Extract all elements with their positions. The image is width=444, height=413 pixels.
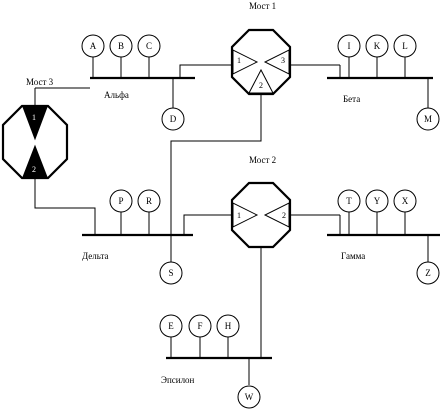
bridge-2[interactable]: 1 2 — [230, 181, 292, 249]
bridge-3-port-1-marker — [22, 106, 48, 141]
svg-text:I: I — [348, 41, 351, 51]
svg-text:B: B — [118, 41, 124, 51]
svg-text:Y: Y — [374, 196, 381, 206]
host-e[interactable]: E — [159, 314, 183, 338]
bridge-3-label: Мост 3 — [26, 77, 54, 87]
svg-text:S: S — [168, 268, 173, 278]
host-r[interactable]: R — [137, 189, 161, 213]
bridge-1-label: Мост 1 — [249, 1, 276, 11]
host-f[interactable]: F — [188, 314, 212, 338]
svg-text:E: E — [168, 321, 174, 331]
host-k[interactable]: K — [365, 34, 389, 58]
bridge-1-port-3-marker — [263, 49, 290, 75]
host-drops — [92, 57, 429, 385]
bridge-3-port-2: 2 — [32, 165, 36, 174]
svg-text:L: L — [402, 41, 408, 51]
host-b[interactable]: B — [109, 34, 133, 58]
wire-b3p2-delta — [34, 178, 96, 235]
bridge-2-port-1: 1 — [237, 211, 241, 220]
svg-text:R: R — [146, 196, 152, 206]
host-p[interactable]: P — [109, 189, 133, 213]
segment-delta-label: Дельта — [82, 251, 109, 261]
segment-alfa-label: Альфа — [104, 90, 129, 100]
bridge-3-port-2-marker — [22, 144, 48, 178]
host-w[interactable]: W — [237, 385, 261, 409]
bridge-3-port-1: 1 — [32, 113, 36, 122]
bridge-2-label: Мост 2 — [249, 155, 276, 165]
bridge-1-port-3: 3 — [281, 56, 285, 65]
host-z[interactable]: Z — [416, 261, 440, 285]
svg-text:T: T — [346, 196, 352, 206]
svg-text:C: C — [146, 41, 152, 51]
svg-text:X: X — [402, 196, 409, 206]
svg-text:K: K — [374, 41, 381, 51]
segment-epsilon-label: Эпсилон — [161, 375, 195, 385]
bridge-1-port-2: 2 — [259, 81, 263, 90]
bridge-1[interactable]: 1 3 2 — [230, 28, 292, 96]
bridge-1-port-1-marker — [232, 49, 259, 75]
host-a[interactable]: A — [81, 34, 105, 58]
svg-text:P: P — [118, 196, 123, 206]
svg-text:Z: Z — [425, 268, 431, 278]
host-c[interactable]: C — [137, 34, 161, 58]
bridge-2-port-1-marker — [232, 202, 259, 228]
host-x[interactable]: X — [393, 189, 417, 213]
svg-text:F: F — [197, 321, 202, 331]
host-t[interactable]: T — [337, 189, 361, 213]
bridge-2-port-2-marker — [263, 202, 290, 228]
segment-gamma-label: Гамма — [341, 251, 365, 261]
svg-text:H: H — [225, 321, 232, 331]
bridge-3[interactable]: 1 2 — [1, 104, 69, 180]
wire-b1p2-delta — [170, 93, 262, 235]
host-d[interactable]: D — [161, 107, 185, 131]
svg-text:M: M — [424, 114, 432, 124]
host-h[interactable]: H — [216, 314, 240, 338]
svg-text:A: A — [90, 41, 97, 51]
wire-b2p1-delta — [183, 214, 232, 235]
bridge-1-port-1: 1 — [237, 56, 241, 65]
host-y[interactable]: Y — [365, 189, 389, 213]
bridge-1-port-2-marker — [248, 68, 274, 94]
svg-text:W: W — [245, 392, 254, 402]
bridge-2-port-2: 2 — [282, 211, 286, 220]
host-m[interactable]: M — [416, 107, 440, 131]
host-s[interactable]: S — [159, 261, 183, 285]
segment-beta-label: Бета — [343, 94, 360, 104]
host-i[interactable]: I — [337, 34, 361, 58]
wire-b1p1-alfa — [179, 64, 232, 78]
svg-text:D: D — [170, 114, 177, 124]
host-l[interactable]: L — [393, 34, 417, 58]
